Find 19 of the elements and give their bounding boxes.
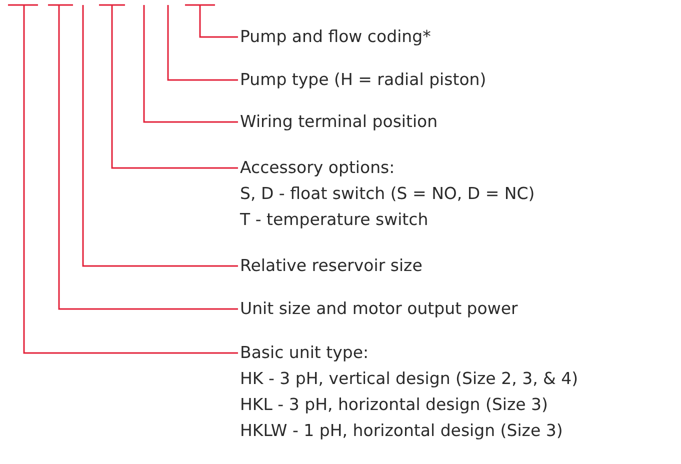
- description-text: Relative reservoir size: [240, 255, 422, 277]
- option-text: HK - 3 pH, vertical design (Size 2, 3, & 4): [240, 368, 578, 390]
- leader-line: [58, 5, 238, 310]
- description-text: Basic unit type:: [240, 342, 370, 364]
- leader-line: [111, 5, 238, 169]
- description-text: Accessory options:: [240, 157, 396, 179]
- leader-line: [23, 5, 238, 354]
- leader-line: [143, 5, 238, 123]
- description-text: Pump and flow coding*: [240, 26, 431, 48]
- leader-line: [167, 5, 238, 81]
- option-text: T - temperature switch: [240, 209, 430, 231]
- option-text: HKLW - 1 pH, horizontal design (Size 3): [240, 420, 564, 442]
- leader-line: [82, 5, 238, 267]
- leader-line: [199, 5, 238, 38]
- option-text: S, D - float switch (S = NO, D = NC): [240, 183, 535, 205]
- description-text: Unit size and motor output power: [240, 298, 518, 320]
- description-text: Pump type (H = radial piston): [240, 69, 486, 91]
- option-text: HKL - 3 pH, horizontal design (Size 3): [240, 394, 549, 416]
- description-text: Wiring terminal position: [240, 111, 438, 133]
